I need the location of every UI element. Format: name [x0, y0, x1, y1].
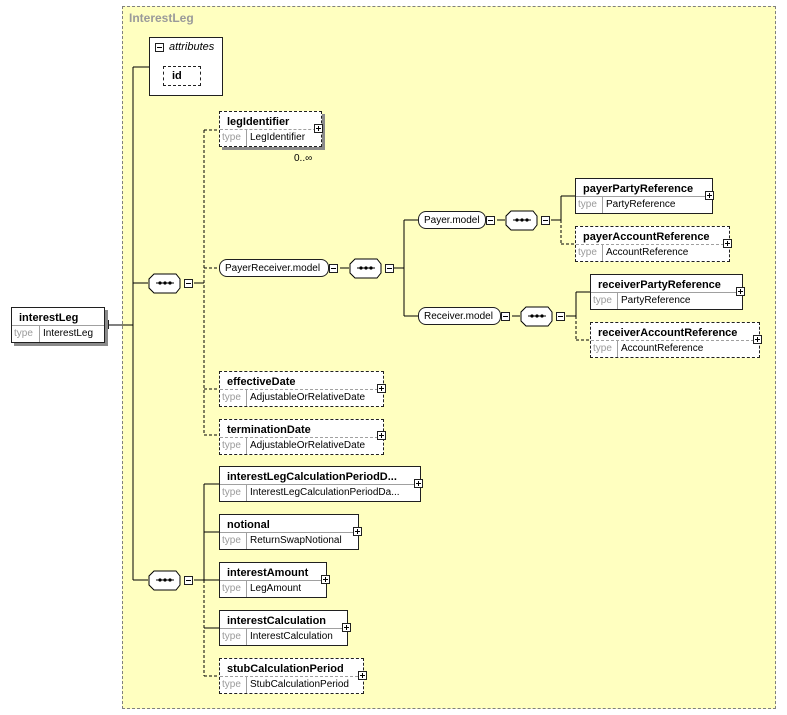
- payer-receiver-model[interactable]: PayerReceiver.model: [219, 259, 329, 277]
- attributes-box: attributes id: [149, 37, 223, 96]
- collapse-icon[interactable]: [385, 264, 394, 273]
- attributes-title: attributes: [169, 41, 215, 53]
- expand-icon[interactable]: [736, 287, 745, 296]
- element-payer-party-reference[interactable]: payerPartyReference type PartyReference: [575, 178, 713, 214]
- expand-icon[interactable]: [358, 671, 367, 680]
- type-label: type: [222, 440, 241, 451]
- element-name: interestAmount: [227, 567, 309, 579]
- collapse-icon[interactable]: [184, 279, 193, 288]
- element-termination-date[interactable]: terminationDate type AdjustableOrRelativ…: [219, 419, 384, 455]
- element-name: stubCalculationPeriod: [227, 663, 344, 675]
- element-interest-leg-calculation-period-dates[interactable]: interestLegCalculationPeriodD... type In…: [219, 466, 421, 502]
- sequence-compositor-icon: [520, 306, 553, 327]
- type-value: LegAmount: [250, 583, 302, 594]
- collapse-icon[interactable]: [556, 312, 565, 321]
- expand-icon[interactable]: [377, 431, 386, 440]
- element-name: payerAccountReference: [583, 231, 710, 243]
- sequence-compositor-icon: [349, 258, 382, 279]
- expand-icon[interactable]: [353, 527, 362, 536]
- element-effective-date[interactable]: effectiveDate type AdjustableOrRelativeD…: [219, 371, 384, 407]
- payer-model[interactable]: Payer.model: [418, 211, 486, 229]
- type-label: type: [14, 328, 33, 339]
- element-receiver-account-reference[interactable]: receiverAccountReference type AccountRef…: [590, 322, 760, 358]
- collapse-icon[interactable]: [501, 312, 510, 321]
- element-name: interestLeg: [19, 312, 79, 324]
- element-interest-calculation[interactable]: interestCalculation type InterestCalcula…: [219, 610, 348, 646]
- type-value: ReturnSwapNotional: [250, 535, 342, 546]
- element-stub-calculation-period[interactable]: stubCalculationPeriod type StubCalculati…: [219, 658, 364, 694]
- collapse-icon[interactable]: [184, 576, 193, 585]
- type-value: StubCalculationPeriod: [250, 679, 349, 690]
- collapse-icon[interactable]: [329, 264, 338, 273]
- element-name: legIdentifier: [227, 116, 290, 128]
- collapse-icon[interactable]: [155, 43, 164, 52]
- element-name: effectiveDate: [227, 376, 296, 388]
- element-receiver-party-reference[interactable]: receiverPartyReference type PartyReferen…: [590, 274, 743, 310]
- element-payer-account-reference[interactable]: payerAccountReference type AccountRefere…: [575, 226, 730, 262]
- element-name: terminationDate: [227, 424, 311, 436]
- type-value: InterestLeg: [43, 328, 94, 339]
- expand-icon[interactable]: [314, 124, 323, 133]
- element-name: payerPartyReference: [583, 183, 694, 195]
- expand-icon[interactable]: [377, 384, 386, 393]
- expand-icon[interactable]: [342, 623, 351, 632]
- expand-icon[interactable]: [414, 479, 423, 488]
- collapse-icon[interactable]: [486, 216, 495, 225]
- type-value: AdjustableOrRelativeDate: [250, 440, 366, 451]
- type-value: InterestCalculation: [250, 631, 333, 642]
- type-label: type: [578, 247, 597, 258]
- element-name: notional: [227, 519, 270, 531]
- expand-icon[interactable]: [705, 191, 714, 200]
- element-name: interestLegCalculationPeriodD...: [227, 471, 397, 483]
- type-label: type: [593, 295, 612, 306]
- type-value: InterestLegCalculationPeriodDa...: [250, 487, 400, 498]
- type-value: PartyReference: [606, 199, 676, 210]
- sequence-compositor-icon: [148, 570, 181, 591]
- expand-icon[interactable]: [753, 335, 762, 344]
- type-label: type: [593, 343, 612, 354]
- element-leg-identifier[interactable]: legIdentifier type LegIdentifier: [219, 111, 322, 147]
- expand-icon[interactable]: [321, 575, 330, 584]
- collapse-icon[interactable]: [541, 216, 550, 225]
- type-value: AccountReference: [621, 343, 704, 354]
- expand-icon[interactable]: [723, 239, 732, 248]
- element-name: receiverAccountReference: [598, 327, 738, 339]
- element-notional[interactable]: notional type ReturnSwapNotional: [219, 514, 359, 550]
- type-label: type: [222, 535, 241, 546]
- element-name: interestCalculation: [227, 615, 327, 627]
- element-interest-amount[interactable]: interestAmount type LegAmount: [219, 562, 327, 598]
- type-value: PartyReference: [621, 295, 691, 306]
- sequence-compositor-icon: [505, 210, 538, 231]
- type-label: type: [222, 487, 241, 498]
- sequence-compositor-icon: [148, 273, 181, 294]
- type-label: type: [222, 583, 241, 594]
- type-value: LegIdentifier: [250, 132, 306, 143]
- type-label: type: [222, 132, 241, 143]
- type-value: AccountReference: [606, 247, 689, 258]
- occurrence-label: 0..∞: [294, 153, 313, 164]
- type-label: type: [222, 631, 241, 642]
- root-element-interestleg[interactable]: interestLeg type InterestLeg: [11, 307, 105, 343]
- type-label: type: [222, 392, 241, 403]
- type-label: type: [578, 199, 597, 210]
- group-title: InterestLeg: [129, 11, 194, 25]
- type-label: type: [222, 679, 241, 690]
- receiver-model[interactable]: Receiver.model: [418, 307, 501, 325]
- attribute-id[interactable]: id: [163, 66, 201, 86]
- element-name: receiverPartyReference: [598, 279, 721, 291]
- type-value: AdjustableOrRelativeDate: [250, 392, 366, 403]
